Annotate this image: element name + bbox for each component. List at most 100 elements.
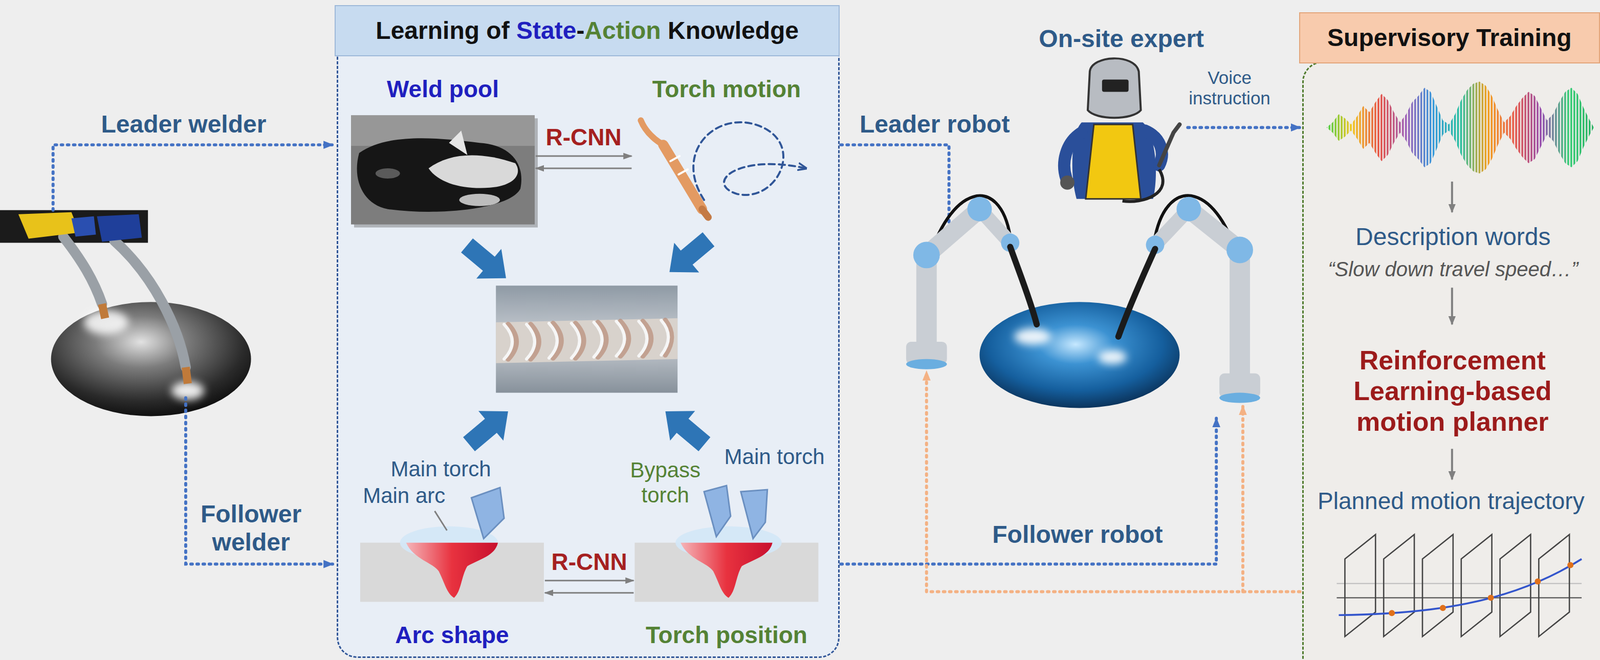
flow-line — [1187, 125, 1300, 129]
weld-bead-image — [616, 321, 625, 357]
node-heading: Torch motion — [652, 75, 801, 103]
welder-illustration — [0, 210, 252, 417]
flow-line — [185, 398, 333, 565]
weld-bead-image — [638, 321, 647, 357]
node-heading: Supervisory Training — [1327, 23, 1572, 52]
robot-illustration — [926, 209, 980, 256]
connector-line — [535, 155, 632, 158]
robot-illustration — [1176, 196, 1201, 222]
torch-motion-figure — [702, 209, 709, 218]
expert-illustration — [1060, 58, 1180, 202]
weld-bead-image — [495, 285, 678, 393]
torch-position-figure — [675, 526, 782, 560]
robot-illustration — [1010, 247, 1037, 325]
robot-illustration — [1146, 235, 1165, 255]
robot-illustration — [916, 254, 937, 352]
merge-arrow — [454, 224, 721, 460]
weld-bead-image — [508, 324, 517, 360]
weld-bead-image — [575, 323, 584, 359]
welder-illustration — [71, 216, 97, 237]
robot-illustration — [979, 209, 1011, 244]
text-part: Learning of — [375, 16, 517, 45]
text-label: Description words — [1355, 222, 1551, 251]
text-label: Main torch — [724, 444, 825, 470]
connector-line — [535, 167, 632, 170]
arc-shape-figure — [400, 526, 498, 560]
torch-motion-figure — [663, 144, 703, 210]
trajectory-plot — [1567, 562, 1574, 569]
robot-illustration — [967, 196, 993, 222]
weld-bead-image — [620, 321, 629, 357]
edge-label: R-CNN — [551, 548, 628, 576]
flow-line — [1241, 406, 1245, 593]
weld-pool-image — [458, 193, 500, 207]
flow-line — [840, 144, 949, 237]
trajectory-plot — [1534, 578, 1541, 585]
expert-illustration — [1072, 122, 1156, 200]
weld-bead-image — [571, 323, 580, 359]
weld-bead-image — [549, 323, 558, 359]
welder-illustration — [114, 240, 186, 368]
flow-arrow — [1451, 181, 1454, 213]
trajectory-plot — [1383, 534, 1415, 637]
voice-waveform — [1324, 77, 1596, 178]
text-label: Voice instruction — [1180, 67, 1278, 109]
torch-motion-figure — [670, 156, 688, 175]
weld-bead-image — [495, 285, 678, 393]
node-heading: Weld pool — [386, 75, 499, 103]
weld-bead-image — [503, 320, 672, 360]
robot-illustration — [1155, 195, 1241, 266]
weld-bead-image — [503, 324, 513, 360]
weld-bead-image — [665, 320, 672, 356]
text-label: “Slow down travel speed…” — [1327, 257, 1578, 281]
torch-position-figure — [680, 542, 773, 599]
rcnn-connector — [544, 580, 634, 594]
text-part: Knowledge — [661, 16, 799, 45]
text-part: State — [516, 16, 577, 45]
trajectory-plot — [1500, 534, 1531, 637]
text-label: Follower welder — [192, 499, 310, 557]
robot-illustration — [1226, 236, 1254, 264]
robot-illustration — [1098, 349, 1127, 365]
torch-motion-figure — [640, 120, 664, 145]
trajectory-plot — [1344, 534, 1376, 637]
expert-illustration — [1158, 124, 1180, 166]
weld-pool-image — [375, 168, 401, 179]
arc-shape-figure — [471, 487, 504, 539]
flow-line — [53, 127, 1301, 592]
weld-bead-image — [598, 322, 607, 358]
trajectory-plot — [1439, 604, 1446, 611]
welder-illustration — [51, 301, 252, 416]
section-panel: Reinforcement Learning-based motion plan… — [1299, 12, 1600, 660]
weld-bead-image — [526, 324, 535, 360]
rcnn-connector — [535, 156, 632, 169]
text-part: Action — [584, 16, 661, 45]
trajectory-plot — [1487, 594, 1495, 601]
expert-illustration — [1085, 124, 1142, 200]
robot-illustration — [906, 195, 1261, 408]
node-heading: Learning of State-Action Knowledge — [375, 16, 799, 45]
voice-waveform — [1324, 77, 1596, 178]
arc-shape-figure — [360, 542, 544, 603]
robot-illustration — [1219, 392, 1261, 404]
welder-illustration — [83, 310, 129, 335]
text-label: Leader robot — [859, 110, 1010, 139]
connector-line — [544, 579, 634, 582]
node-heading: Arc shape — [395, 621, 509, 649]
box-text: Reinforcement Learning-based motion plan… — [1338, 345, 1567, 437]
robot-illustration — [1219, 373, 1261, 399]
welder-illustration — [171, 381, 205, 401]
robot-illustration — [913, 242, 940, 269]
welder-illustration — [18, 212, 80, 239]
node-heading: Torch position — [645, 621, 808, 649]
weld-pool-image — [448, 130, 468, 156]
welder-illustration — [185, 367, 188, 384]
welder-illustration — [63, 236, 103, 305]
arc-shape-figure — [406, 542, 498, 599]
expert-illustration — [1145, 130, 1163, 166]
flow-line — [926, 371, 1301, 593]
torch-position-figure — [704, 485, 731, 537]
expert-illustration — [1060, 175, 1075, 190]
robot-illustration — [906, 359, 948, 370]
text-label: Main torch — [390, 456, 491, 482]
